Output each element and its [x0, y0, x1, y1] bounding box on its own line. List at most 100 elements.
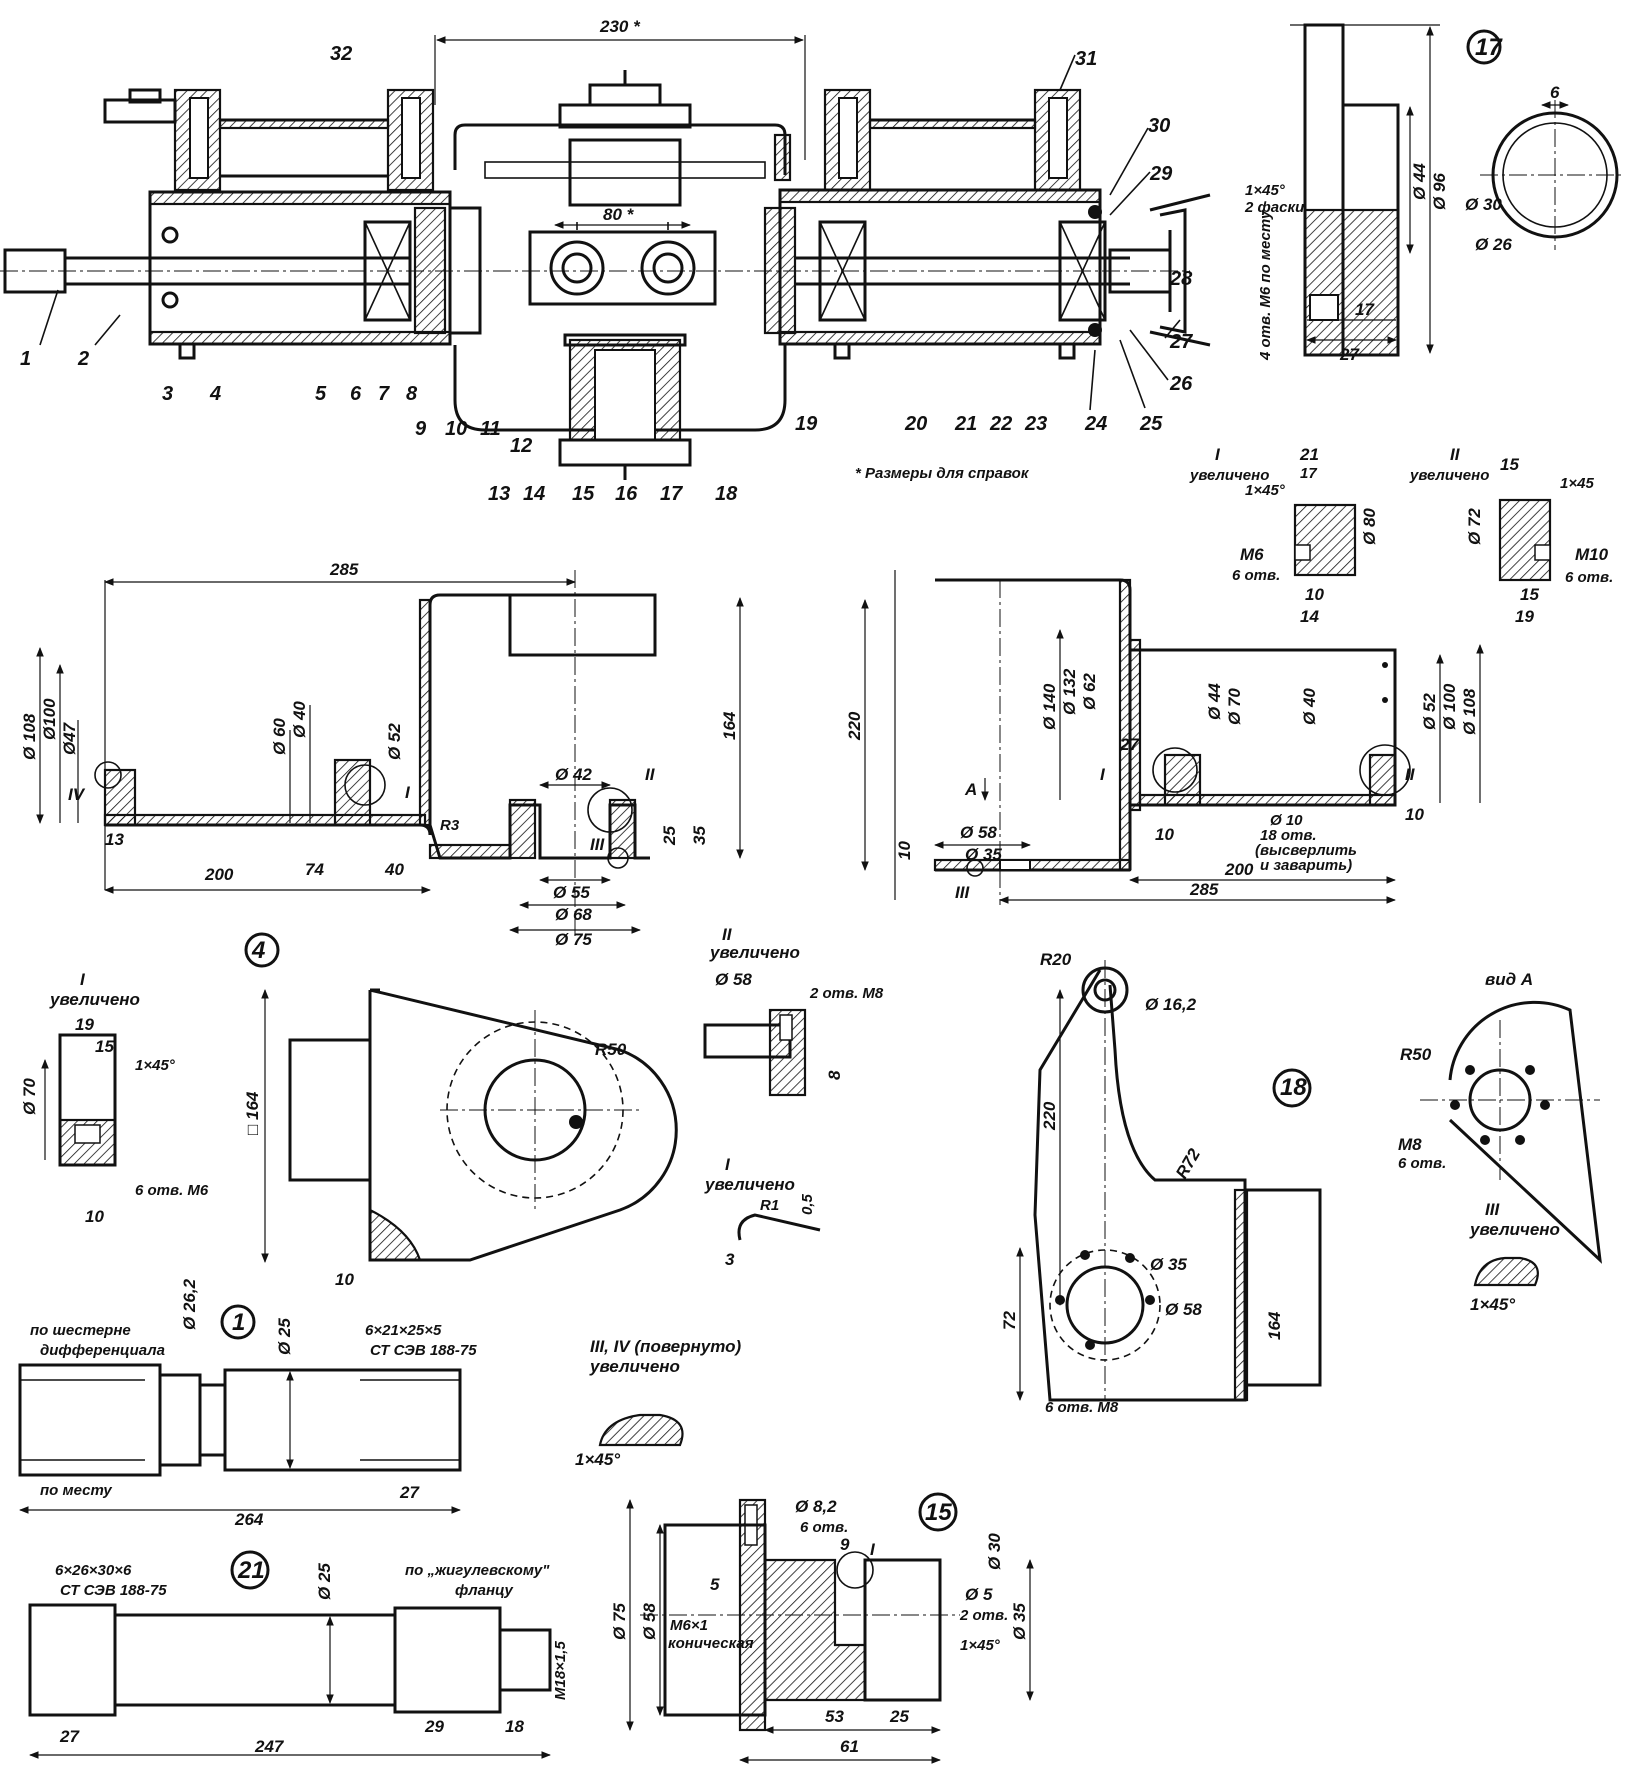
label-part15-l5: 5 — [710, 1575, 720, 1594]
callout-11: 11 — [480, 418, 501, 440]
label-part1-note1: по шестерне — [30, 1322, 131, 1339]
label-view_left-dims-l200: 200 — [204, 865, 234, 884]
callout-7: 7 — [378, 383, 390, 405]
dim-17-d44: Ø 44 — [1410, 163, 1429, 200]
label-view_left-details-ii: II — [645, 765, 656, 784]
label-part21-l18: 18 — [505, 1717, 524, 1736]
middle-enlarged-details: II увеличено Ø 58 2 отв. М8 8 I увеличен… — [575, 925, 884, 1469]
label-view_a_detail-r50: R50 — [1400, 1045, 1432, 1064]
label-view_right-dims-d70: Ø 70 — [1225, 688, 1244, 725]
label-view_right-details-iii: III — [955, 883, 970, 902]
label-view_a_detail-title: вид А — [1485, 970, 1533, 989]
dim-17-d30: Ø 30 — [1465, 195, 1502, 214]
label-mid_details-iii_iv_chamfer: 1×45° — [575, 1450, 620, 1469]
label-view_left-dims-width: 285 — [329, 560, 359, 579]
label-part1-note2: дифференциала — [40, 1342, 165, 1359]
dim-17-l17: 17 — [1355, 300, 1375, 319]
label-view_a_detail-holes: 6 отв. — [1398, 1155, 1446, 1172]
part-17-drawing: 17 Ø 96 Ø 44 1×45° 2 фаски 4 отв. М6 по … — [1244, 23, 1625, 364]
label-view_right-dims-holes1: Ø 10 — [1270, 812, 1303, 829]
label-enlarged_ur-ii_holes: 6 отв. — [1565, 569, 1613, 586]
label-part15-d58: Ø 58 — [640, 1603, 659, 1640]
callout-1: 1 — [20, 348, 31, 370]
label-view_left-dims-l74: 74 — [305, 860, 324, 879]
label-part15-holes2: 2 отв. — [959, 1607, 1008, 1624]
label-enlarged_ur-i_sub: увеличено — [1189, 467, 1269, 484]
callout-25: 25 — [1139, 413, 1163, 435]
callout-9: 9 — [415, 418, 427, 440]
dim-17-two-chamfers: 2 фаски — [1244, 199, 1304, 216]
label-view_right-dims-h220: 220 — [845, 711, 864, 741]
label-view_left-dims-r3: R3 — [440, 817, 460, 834]
callout-3: 3 — [162, 383, 173, 405]
callout-20: 20 — [904, 413, 927, 435]
label-mid_details-i_l3: 3 — [725, 1250, 735, 1269]
label-enlarged_ur-i_l14: 14 — [1300, 607, 1319, 626]
label-view_right-dims-holes2: 18 отв. — [1260, 827, 1317, 844]
label-part21-spline1: 6×26×30×6 — [55, 1562, 132, 1579]
label-mid_details-iii_iv_sub: увеличено — [589, 1357, 680, 1376]
callout-6: 6 — [350, 383, 362, 405]
label-part18-d35: Ø 35 — [1150, 1255, 1187, 1274]
callout-10: 10 — [445, 418, 467, 440]
label-part4-i_chamfer: 1×45° — [135, 1057, 176, 1074]
label-view_right-dims-d35: Ø 35 — [965, 845, 1002, 864]
top-differential — [568, 138, 682, 207]
dim-230: 230 * — [599, 17, 641, 36]
label-part1-note3: по месту — [40, 1482, 112, 1499]
label-part1-d262: Ø 26,2 — [180, 1278, 199, 1330]
label-enlarged_ur-i_m6: M6 — [1240, 545, 1264, 564]
label-part15-d30: Ø 30 — [985, 1533, 1004, 1570]
label-part4-i_l19: 19 — [75, 1015, 94, 1034]
right-section-view: 220 Ø 140 Ø 132 Ø 62 27 Ø 44 Ø 70 Ø 40 Ø… — [845, 570, 1484, 905]
label-part15-chamfer: 1×45° — [960, 1637, 1001, 1654]
label-part4-i_l15: 15 — [95, 1037, 114, 1056]
label-enlarged_ur-ii_sub: увеличено — [1409, 467, 1489, 484]
label-part1-l264: 264 — [234, 1510, 264, 1529]
label-view_right-details-ii: II — [1405, 765, 1416, 784]
label-view_left-dims-height: 164 — [720, 711, 739, 740]
callout-14: 14 — [523, 483, 545, 505]
label-part15-m6: М6×1 — [670, 1617, 708, 1634]
label-view_left-dims-d60: Ø 60 — [270, 718, 289, 755]
dim-17-chamfer: 1×45° — [1245, 182, 1286, 199]
label-part18-h72: 72 — [1000, 1311, 1019, 1330]
callout-15: 15 — [572, 483, 595, 505]
label-view_right-dims-d58: Ø 58 — [960, 823, 997, 842]
label-view_a_detail-iii_chamfer: 1×45° — [1470, 1295, 1515, 1314]
label-part4-i_label: I — [80, 970, 86, 989]
callout-8: 8 — [406, 383, 418, 405]
callout-27: 27 — [1169, 331, 1193, 353]
label-view_left-dims-l40: 40 — [384, 860, 404, 879]
middle-casing — [453, 123, 787, 175]
label-part21-l27: 27 — [59, 1727, 80, 1746]
label-part21-note2: фланцу — [455, 1582, 513, 1599]
callout-18: 18 — [715, 483, 738, 505]
label-view_left-dims-d55: Ø 55 — [553, 883, 590, 902]
dim-17-holes: 4 отв. М6 по месту — [1257, 210, 1274, 361]
label-view_right-dims-d52: Ø 52 — [1420, 693, 1439, 730]
label-mid_details-ii_holes: 2 отв. М8 — [809, 985, 884, 1002]
label-mid_details-i_label: I — [725, 1155, 731, 1174]
label-view_a_detail-iii_label: III — [1485, 1200, 1500, 1219]
bearing-right — [818, 220, 867, 322]
label-view_right-dims-d62: Ø 62 — [1080, 673, 1099, 710]
dim-80: 80 * — [603, 205, 635, 224]
label-enlarged_ur-i_d80: Ø 80 — [1360, 508, 1379, 545]
label-part18-d58: Ø 58 — [1165, 1300, 1202, 1319]
callout-12: 12 — [510, 435, 532, 457]
label-part1-spline2: СТ СЭВ 188-75 — [370, 1342, 477, 1359]
label-part15-d75: Ø 75 — [610, 1603, 629, 1640]
callout-21: 21 — [954, 413, 977, 435]
label-part21-l247: 247 — [254, 1737, 285, 1756]
dim-17-l27: 27 — [1339, 345, 1360, 364]
label-part15-d5: Ø 5 — [965, 1585, 993, 1604]
label-part15-d82: Ø 8,2 — [795, 1497, 837, 1516]
label-enlarged_ur-i_l21: 21 — [1299, 445, 1319, 464]
assembly-section-view: 230 * 80 * * Размеры для справок 1 2 3 4… — [0, 17, 1211, 505]
label-part21-l29: 29 — [424, 1717, 444, 1736]
label-mid_details-ii_sub: увеличено — [709, 943, 800, 962]
label-part18-num: 18 — [1280, 1074, 1307, 1101]
bearing-left — [363, 220, 412, 322]
label-part4-num: 4 — [251, 937, 265, 964]
